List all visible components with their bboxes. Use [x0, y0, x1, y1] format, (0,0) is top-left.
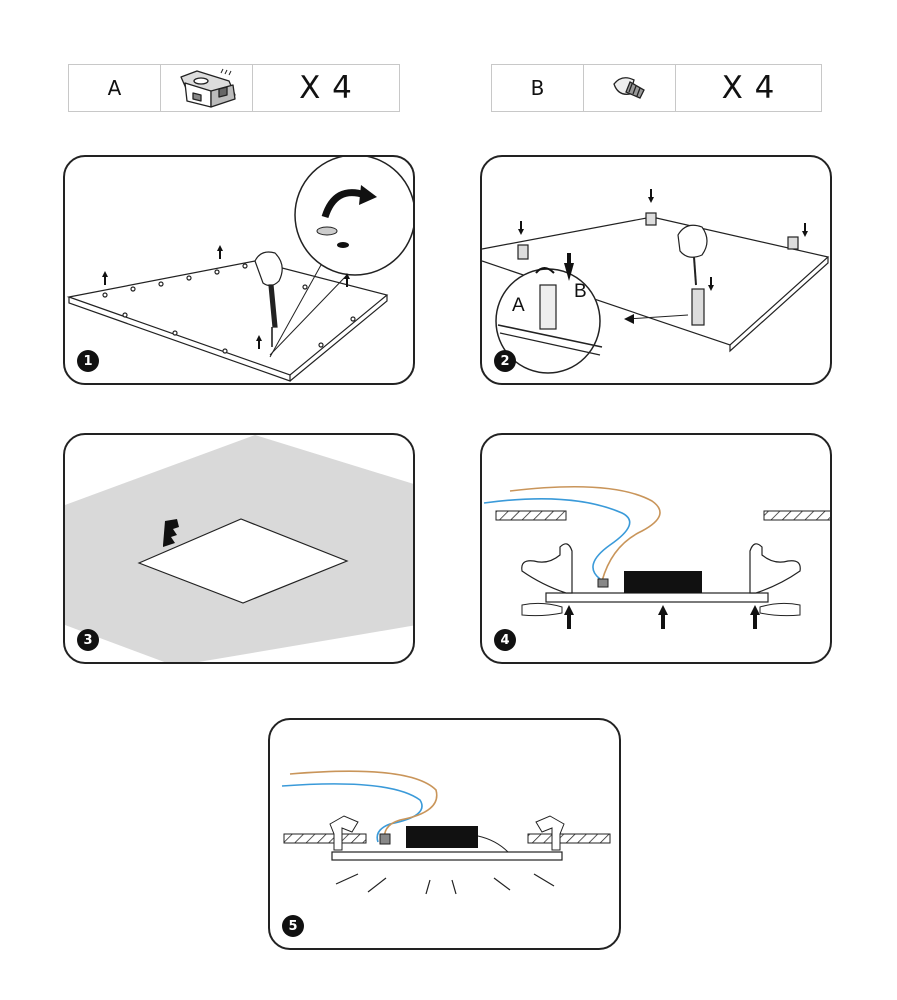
part-letter-cell: A — [69, 65, 161, 111]
parts-table-a: A X 4 — [68, 64, 400, 112]
step-3-panel: 3 — [63, 433, 415, 664]
step-1-panel: 1 — [63, 155, 415, 385]
parts-table-b: B X 4 — [491, 64, 822, 112]
step-number-badge: 2 — [494, 350, 516, 372]
step-4-panel: 4 — [480, 433, 832, 664]
mounting-clip-icon — [179, 68, 236, 108]
step-4-illustration — [483, 485, 830, 629]
step-2-illustration: A B — [482, 189, 830, 374]
step-number-badge: 3 — [77, 629, 99, 651]
quantity-cell: X 4 — [676, 65, 821, 111]
quantity-cell: X 4 — [253, 65, 399, 111]
part-letter-cell: B — [492, 65, 584, 111]
part-quantity: X 4 — [721, 70, 776, 106]
screw-icon — [612, 77, 645, 99]
part-letter: A — [107, 76, 122, 100]
step-number-badge: 4 — [494, 629, 516, 651]
step-number-badge: 1 — [77, 350, 99, 372]
step-5-illustration — [281, 770, 611, 895]
mounting-clip-cell — [161, 65, 253, 111]
step-3-illustration — [65, 435, 413, 662]
step-1-illustration — [66, 157, 413, 382]
part-letter: B — [530, 76, 545, 100]
part-quantity: X 4 — [299, 70, 353, 106]
callout-label-b: B — [574, 281, 587, 302]
step-5-panel: 5 — [268, 718, 621, 950]
step-2-panel: A B 2 — [480, 155, 832, 385]
callout-label-a: A — [512, 295, 525, 316]
screw-cell — [584, 65, 676, 111]
step-number-badge: 5 — [282, 915, 304, 937]
